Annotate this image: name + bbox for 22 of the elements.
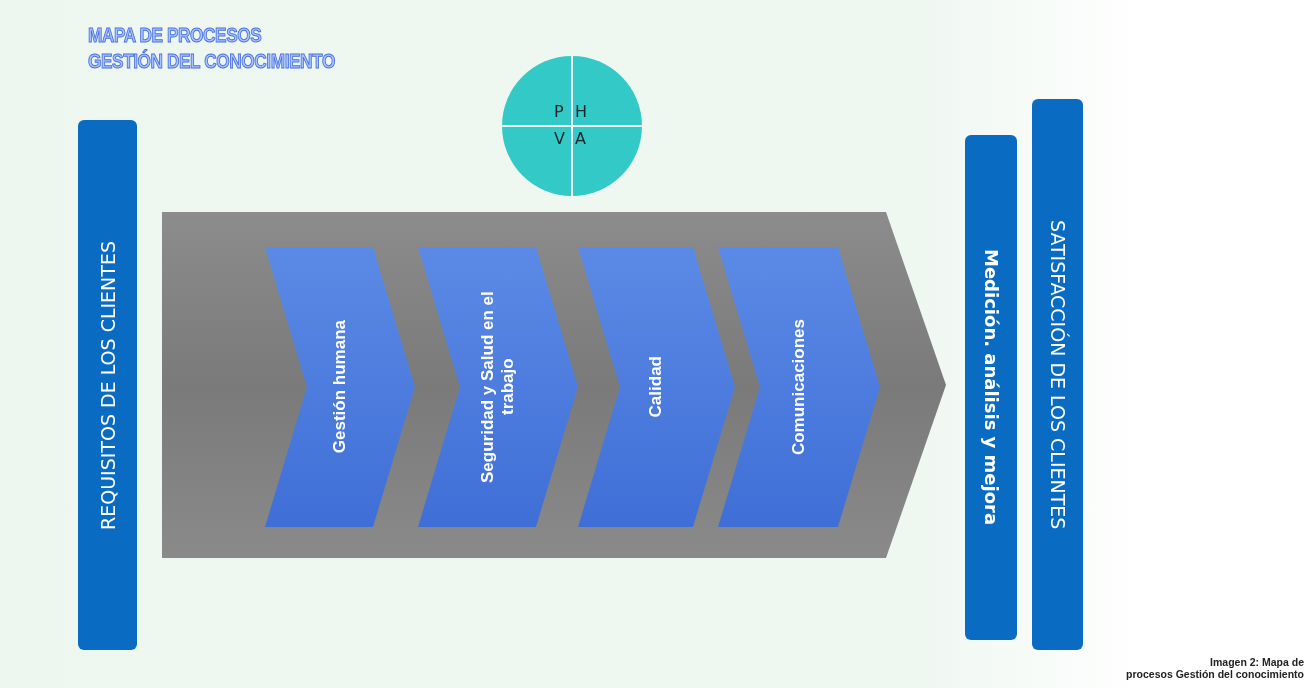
process-arrow xyxy=(162,212,946,558)
chevron-label: Gestión humana xyxy=(329,320,350,454)
quadrant-letter: A xyxy=(575,129,586,148)
quadrant-letter: V xyxy=(554,129,565,148)
chevron-label: Comunicaciones xyxy=(788,318,809,455)
bar-label: Medición. análisis y mejora xyxy=(980,249,1002,526)
chevron-label: Calidad xyxy=(646,356,667,418)
chevron-shape xyxy=(578,247,735,527)
pdca-circle xyxy=(502,56,642,196)
bar-label: REQUISITOS DE LOS CLIENTES xyxy=(96,240,119,530)
vertical-bar xyxy=(965,135,1017,640)
diagram-title: MAPA DE PROCESOS GESTIÓN DEL CONOCIMIENTO xyxy=(88,22,336,74)
image-caption: Imagen 2: Mapa de procesos Gestión del conocimiento xyxy=(1125,656,1304,680)
vertical-bar xyxy=(78,120,137,650)
vertical-bar xyxy=(1032,99,1083,650)
chevron-shape xyxy=(418,247,578,527)
chevron-shape xyxy=(265,247,415,527)
chevron-shape xyxy=(718,247,880,527)
chevron-label: Seguridad y Salud en el trabajo xyxy=(477,290,518,485)
bar-label: SATISFACCIÓN DE LOS CLIENTES xyxy=(1046,219,1069,530)
quadrant-letter: H xyxy=(575,102,588,121)
quadrant-letter: P xyxy=(554,102,564,121)
